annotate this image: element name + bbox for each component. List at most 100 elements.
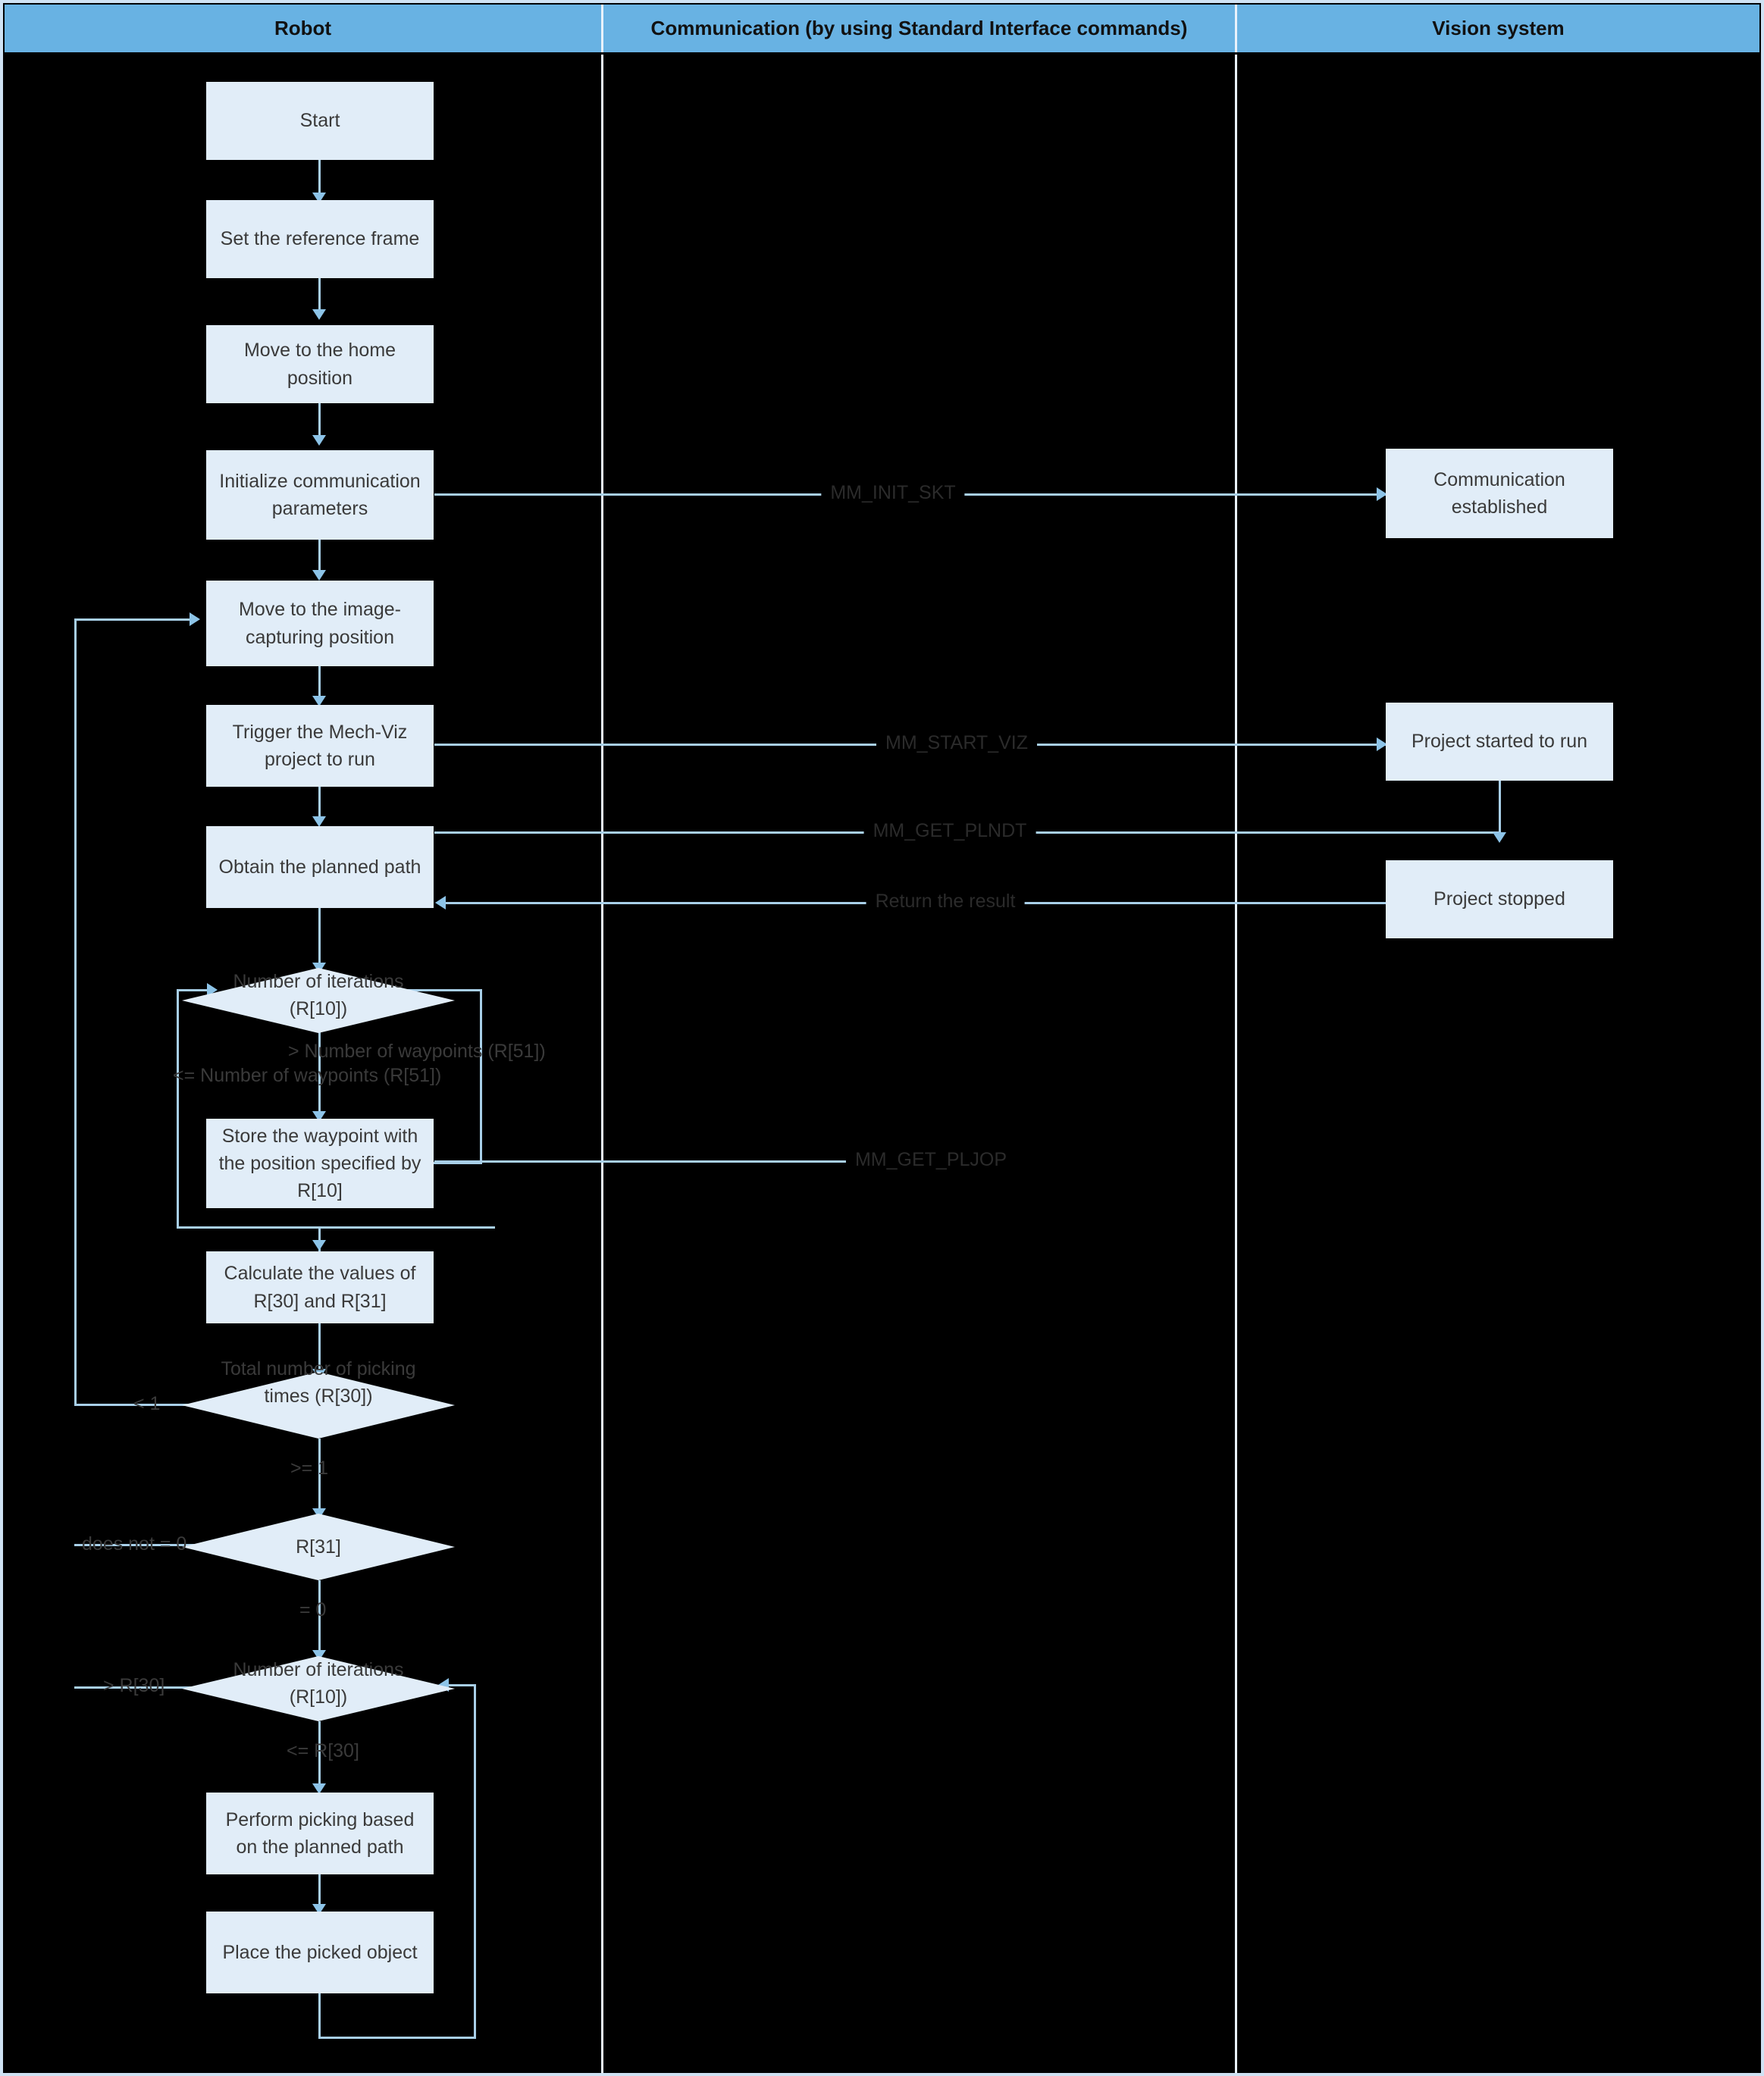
edge-label-le-r30: <= R[30] <box>287 1740 359 1762</box>
connector-lt1-top <box>74 618 196 621</box>
node-calculate-r30-r31[interactable]: Calculate the values of R[30] and R[31] <box>206 1251 434 1323</box>
edge-label-lt-1-text: < 1 <box>133 1393 161 1414</box>
node-communication-established[interactable]: Communication established <box>1386 449 1613 538</box>
edge-label-le-waypoints-text: <= Number of waypoints (R[51]) <box>173 1065 442 1086</box>
lane-title-vision: Vision system <box>1432 17 1565 39</box>
edge-label-does-not-eq-zero-text: does not = 0 <box>82 1533 187 1555</box>
node-set-reference-frame[interactable]: Set the reference frame <box>206 200 434 278</box>
connector-initcomm-movecapture <box>318 540 321 575</box>
node-move-home[interactable]: Move to the home position <box>206 325 434 403</box>
connector-place-loop-in <box>447 1684 476 1686</box>
lane-title-robot: Robot <box>274 17 332 39</box>
arrow-triggerviz-obtainpath <box>312 816 326 827</box>
connector-movecapture-triggerviz <box>318 666 321 700</box>
connector-deciterwp-back-h <box>177 1226 495 1229</box>
connector-movehome-initcomm <box>318 403 321 440</box>
message-return-result: Return the result <box>866 891 1025 913</box>
lane-header-robot: Robot <box>5 5 603 52</box>
edge-label-ge-1: >= 1 <box>290 1458 328 1480</box>
connector-place-loop-h <box>318 2037 476 2039</box>
lane-header-communication: Communication (by using Standard Interfa… <box>603 5 1237 52</box>
node-calculate-r30-r31-label: Calculate the values of R[30] and R[31] <box>224 1263 416 1312</box>
message-mm-start-viz-text: MM_START_VIZ <box>885 732 1028 753</box>
connector-setref-movehome <box>318 277 321 314</box>
edge-label-lt-1: < 1 <box>133 1393 160 1415</box>
arrow-vision-started-stopped <box>1493 832 1506 843</box>
edge-label-ge-1-text: >= 1 <box>290 1458 329 1479</box>
connector-deciterwp-back-in <box>177 989 211 991</box>
connector-triggerviz-obtainpath <box>318 787 321 821</box>
node-communication-established-label: Communication established <box>1433 468 1565 518</box>
node-project-stopped[interactable]: Project stopped <box>1386 860 1613 938</box>
edge-label-does-not-eq-zero: does not = 0 <box>82 1533 186 1555</box>
connector-deciterr30-perform <box>318 1721 321 1789</box>
node-place-picked-object-label: Place the picked object <box>222 1941 418 1963</box>
connector-start-setref <box>318 159 321 197</box>
decision-r31[interactable]: R[31] <box>182 1514 455 1580</box>
node-trigger-mechviz-label: Trigger the Mech-Viz project to run <box>232 721 408 770</box>
node-store-waypoint[interactable]: Store the waypoint with the position spe… <box>206 1119 434 1208</box>
connector-deciterwp-storewp <box>318 1032 321 1116</box>
arrow-movecapture-triggerviz <box>312 696 326 706</box>
connector-storewp-loop-top <box>360 989 481 991</box>
arrow-setref-movehome <box>312 309 326 320</box>
message-mm-start-viz: MM_START_VIZ <box>876 732 1037 754</box>
arrow-lt1-movecapture <box>190 612 200 626</box>
decision-r31-text: R[31] <box>296 1536 341 1558</box>
connector-dectotal-decr31 <box>318 1439 321 1514</box>
edge-label-le-r30-text: <= R[30] <box>287 1740 359 1761</box>
connector-msg-getpljop <box>434 1160 1010 1163</box>
node-place-picked-object[interactable]: Place the picked object <box>206 1912 434 1993</box>
lane-divider-1 <box>601 55 603 2076</box>
node-project-started-label: Project started to run <box>1411 731 1588 753</box>
node-perform-picking[interactable]: Perform picking based on the planned pat… <box>206 1793 434 1874</box>
arrow-gtwp-calc <box>312 1240 326 1251</box>
arrow-msg-initskt <box>1377 487 1387 501</box>
arrow-msg-startviz <box>1377 737 1387 751</box>
node-project-started[interactable]: Project started to run <box>1386 703 1613 781</box>
decision-total-picking-times[interactable] <box>182 1372 455 1439</box>
arrow-deciterr30-perform <box>312 1783 326 1794</box>
connector-notzero-h <box>74 1544 211 1546</box>
node-trigger-mechviz[interactable]: Trigger the Mech-Viz project to run <box>206 705 434 787</box>
connector-vision-started-stopped <box>1499 780 1501 841</box>
message-mm-get-plndt: MM_GET_PLNDT <box>863 820 1036 842</box>
edge-label-gt-waypoints-text: > Number of waypoints (R[51]) <box>288 1041 546 1062</box>
node-start[interactable]: Start <box>206 82 434 160</box>
message-mm-init-skt-text: MM_INIT_SKT <box>830 482 956 503</box>
node-move-image-capturing[interactable]: Move to the image-capturing position <box>206 581 434 666</box>
node-init-communication[interactable]: Initialize communication parameters <box>206 450 434 540</box>
message-mm-get-plndt-text: MM_GET_PLNDT <box>873 820 1027 841</box>
lane-divider-2 <box>1235 55 1237 2076</box>
edge-label-eq-zero: = 0 <box>299 1599 326 1621</box>
connector-place-loop-v1 <box>318 1993 321 2039</box>
connector-perform-place <box>318 1874 321 1908</box>
lane-title-communication: Communication (by using Standard Interfa… <box>650 17 1188 39</box>
node-obtain-planned-path[interactable]: Obtain the planned path <box>206 826 434 908</box>
decision-iterations-vs-r30[interactable] <box>182 1656 455 1721</box>
node-start-label: Start <box>299 110 340 132</box>
node-move-home-label: Move to the home position <box>243 340 396 389</box>
decision-iterations-vs-waypoints[interactable] <box>182 968 455 1033</box>
arrow-msg-return <box>435 896 446 910</box>
node-project-stopped-label: Project stopped <box>1433 888 1565 910</box>
connector-deciterwp-back-v <box>177 989 179 1229</box>
connector-gtr30-h <box>74 1686 211 1689</box>
edge-label-eq-zero-text: = 0 <box>299 1599 327 1620</box>
node-set-reference-frame-label: Set the reference frame <box>220 228 420 250</box>
message-mm-get-pljop-text: MM_GET_PLJOP <box>854 1149 1007 1170</box>
edge-label-gt-waypoints: > Number of waypoints (R[51]) <box>288 1041 546 1063</box>
node-obtain-planned-path-label: Obtain the planned path <box>218 856 421 878</box>
connector-storewp-loop-h <box>432 1162 482 1164</box>
node-perform-picking-label: Perform picking based on the planned pat… <box>225 1808 415 1858</box>
connector-decr31-deciterr30 <box>318 1580 321 1656</box>
connector-place-loop-v2 <box>474 1684 476 2039</box>
edge-label-le-waypoints: <= Number of waypoints (R[51]) <box>173 1065 441 1087</box>
connector-obtainpath-deciterwp <box>318 908 321 969</box>
connector-lt1-v <box>74 618 77 1405</box>
connector-storewp-loop-v <box>480 989 482 1163</box>
edge-label-gt-r30: > R[30] <box>103 1675 164 1697</box>
arrow-initcomm-movecapture <box>312 570 326 581</box>
